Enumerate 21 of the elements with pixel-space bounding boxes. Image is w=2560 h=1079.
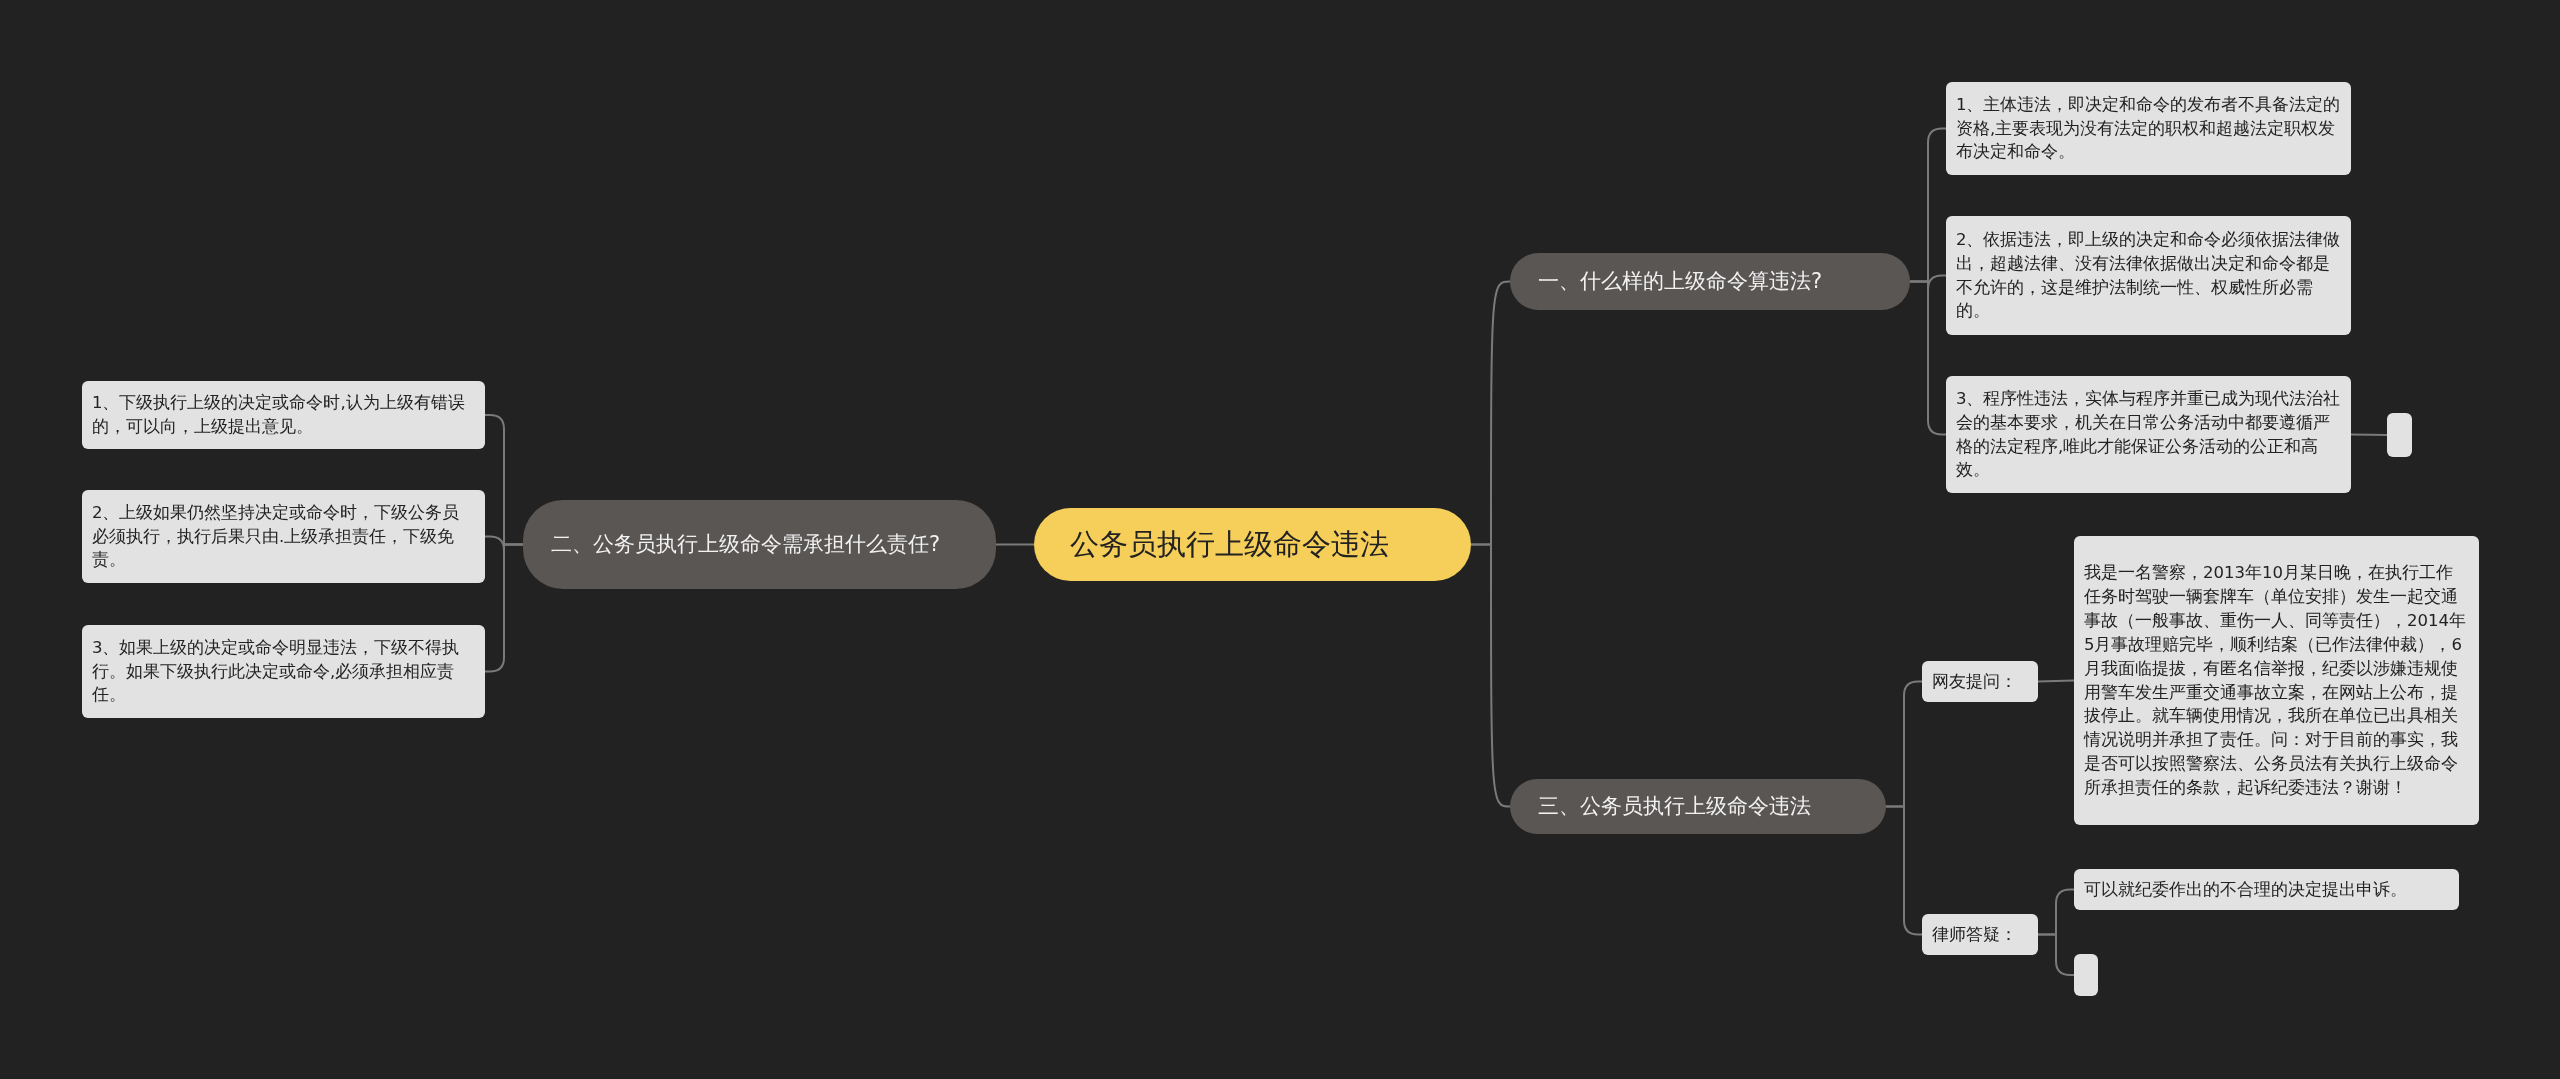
note-box: 3、如果上级的决定或命令明显违法，下级不得执行。如果下级执行此决定或命令,必须承担相应责任。 <box>82 625 485 718</box>
connector-line <box>995 543 1035 546</box>
note-box: 2、依据违法，即上级的决定和命令必须依据法律做出，超越法律、没有法律依据做出决定和命令都是不允许的，这是维护法制统一性、权威性所必需的。 <box>1946 216 2351 335</box>
empty-box <box>2387 413 2412 457</box>
note-box: 2、上级如果仍然坚持决定或命令时，下级公务员必须执行，执行后果只由.上级承担责任，下级免责。 <box>82 490 485 583</box>
empty-box <box>2074 954 2098 996</box>
branch-topic: 二、公务员执行上级命令需承担什么责任? <box>523 500 996 589</box>
note-box: 可以就纪委作出的不合理的决定提出申诉。 <box>2074 869 2459 910</box>
connector-line <box>1470 543 1511 808</box>
connector-line <box>2350 433 2388 436</box>
note-box: 3、程序性违法，实体与程序并重已成为现代法治社会的基本要求，机关在日常公务活动中都要遵循严格的法定程序,唯此才能保证公务活动的公正和高效。 <box>1946 376 2351 493</box>
connector-line <box>2037 933 2075 976</box>
note-box: 1、下级执行上级的决定或命令时,认为上级有错误的，可以向，上级提出意见。 <box>82 381 485 449</box>
note-box: 网友提问： <box>1922 661 2038 702</box>
note-box: 律师答疑： <box>1922 914 2038 955</box>
branch-topic: 一、什么样的上级命令算违法? <box>1510 253 1910 310</box>
central-topic: 公务员执行上级命令违法 <box>1034 508 1471 581</box>
note-box: 1、主体违法，即决定和命令的发布者不具备法定的资格,主要表现为没有法定的职权和超越法定职权发布决定和命令。 <box>1946 82 2351 175</box>
branch-topic: 三、公务员执行上级命令违法 <box>1510 779 1886 834</box>
note-box: 我是一名警察，2013年10月某日晚，在执行工作任务时驾驶一辆套牌车（单位安排）发生一起交通事故（一般事故、重伤一人、同等责任），2014年5月事故理赔完毕，顺利结案（已作法律仲裁），6月我面临提拔，有匿名信举报，纪委以涉嫌违规使用警车发生严重交通事故立案，在网站上公布，提拔停止。就车辆使用情况，我所在单位已出具相关情况说明并承担了责任。问：对于目前的事实，我是否可以按照警察法、公务员法有关执行上级命令所承担责任的条款，起诉纪委违法？谢谢！ <box>2074 536 2479 825</box>
connector-line <box>2037 679 2075 683</box>
